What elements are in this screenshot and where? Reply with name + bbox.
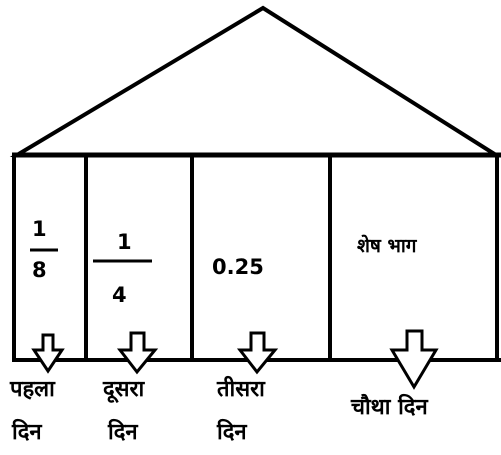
down-arrow-icon <box>116 331 159 375</box>
section-4-label: शेष भाग <box>357 235 417 257</box>
day-3-label-line2: दिन <box>217 420 247 445</box>
day-3-label-line1: तीसरा <box>217 377 265 402</box>
day-4-label: चौथा दिन <box>351 395 428 420</box>
fraction-2-denominator: 4 <box>112 283 127 307</box>
day-2-label-line1: दूसरा <box>103 377 145 402</box>
day-1-label-line2: दिन <box>12 420 42 445</box>
section-3-value: 0.25 <box>212 255 264 279</box>
day-2-label-line2: दिन <box>108 420 138 445</box>
down-arrow-icon <box>236 331 279 375</box>
fraction-1-numerator: 1 <box>32 217 47 241</box>
down-arrow-icon <box>389 329 439 390</box>
fraction-2-numerator: 1 <box>117 230 132 254</box>
roof <box>9 5 501 157</box>
day-1-label-line1: पहला <box>10 377 55 402</box>
down-arrow-icon <box>31 333 65 374</box>
fraction-1-denominator: 8 <box>32 258 47 282</box>
